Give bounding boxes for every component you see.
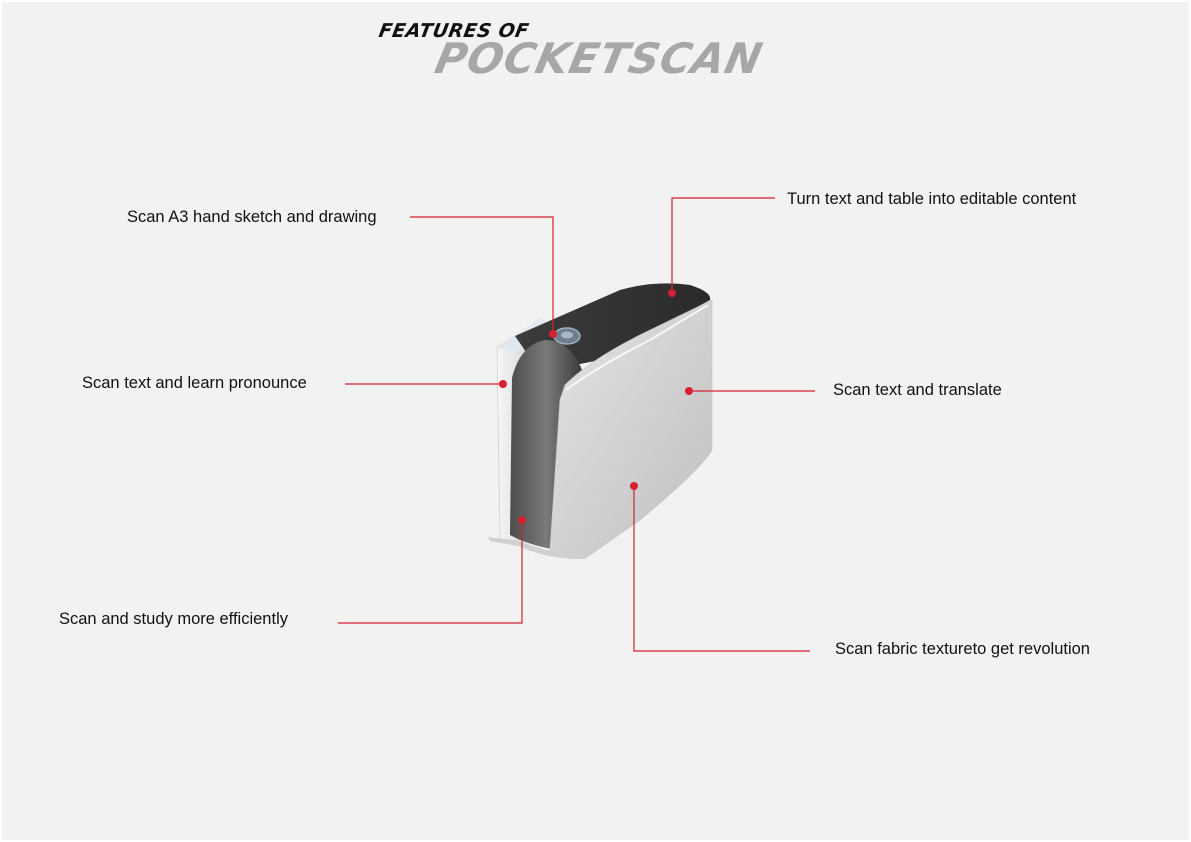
callout-label-translate: Scan text and translate [833,381,1002,399]
callout-dot-editable [668,289,676,297]
callout-label-pronounce: Scan text and learn pronounce [82,374,307,392]
device-button-center [561,331,573,339]
callout-dot-pronounce [499,380,507,388]
callout-line-sketch [410,216,554,333]
callout-line-editable [671,197,775,292]
device-edge-line [565,304,709,391]
callout-dot-study [518,516,526,524]
callout-dots [499,289,693,524]
pocketscan-device [488,283,713,560]
callout-dot-sketch [549,330,557,338]
callout-line-study [338,521,523,624]
device-bottom-edge [488,537,590,560]
callout-label-study: Scan and study more efficiently [59,610,288,628]
callout-label-editable: Turn text and table into editable conten… [787,190,1077,208]
callout-line-fabric [633,487,810,652]
callout-dot-fabric [630,482,638,490]
callout-dot-translate [685,387,693,395]
callout-label-sketch: Scan A3 hand sketch and drawing [127,208,377,226]
callout-lines [338,197,815,652]
callout-label-fabric: Scan fabric textureto get revolution [835,640,1090,658]
